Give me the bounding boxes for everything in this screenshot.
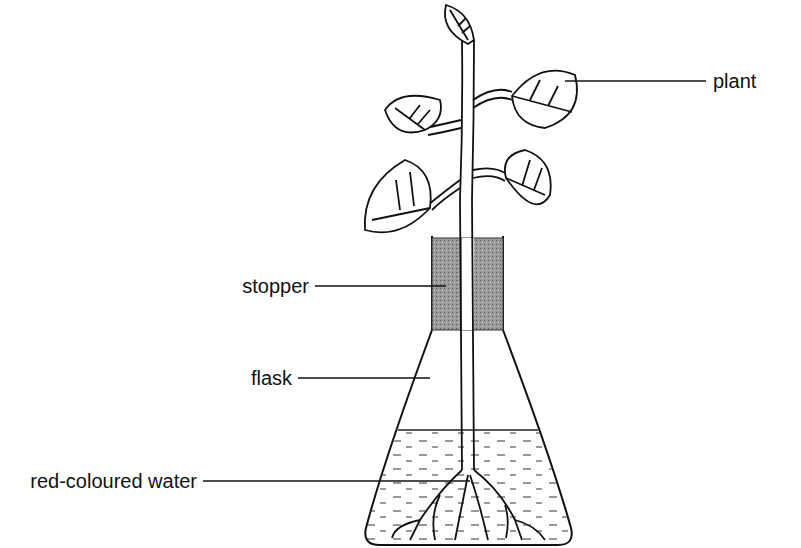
stopper-label: stopper [242,274,309,298]
leaves [365,5,577,232]
water [366,430,570,544]
flask-label: flask [251,366,292,390]
leader-lines [203,81,706,481]
flask-outline [365,236,571,545]
plant-label: plant [713,69,756,93]
water-label: red-coloured water [30,469,197,493]
water-surface [398,429,538,431]
stopper [432,238,503,330]
